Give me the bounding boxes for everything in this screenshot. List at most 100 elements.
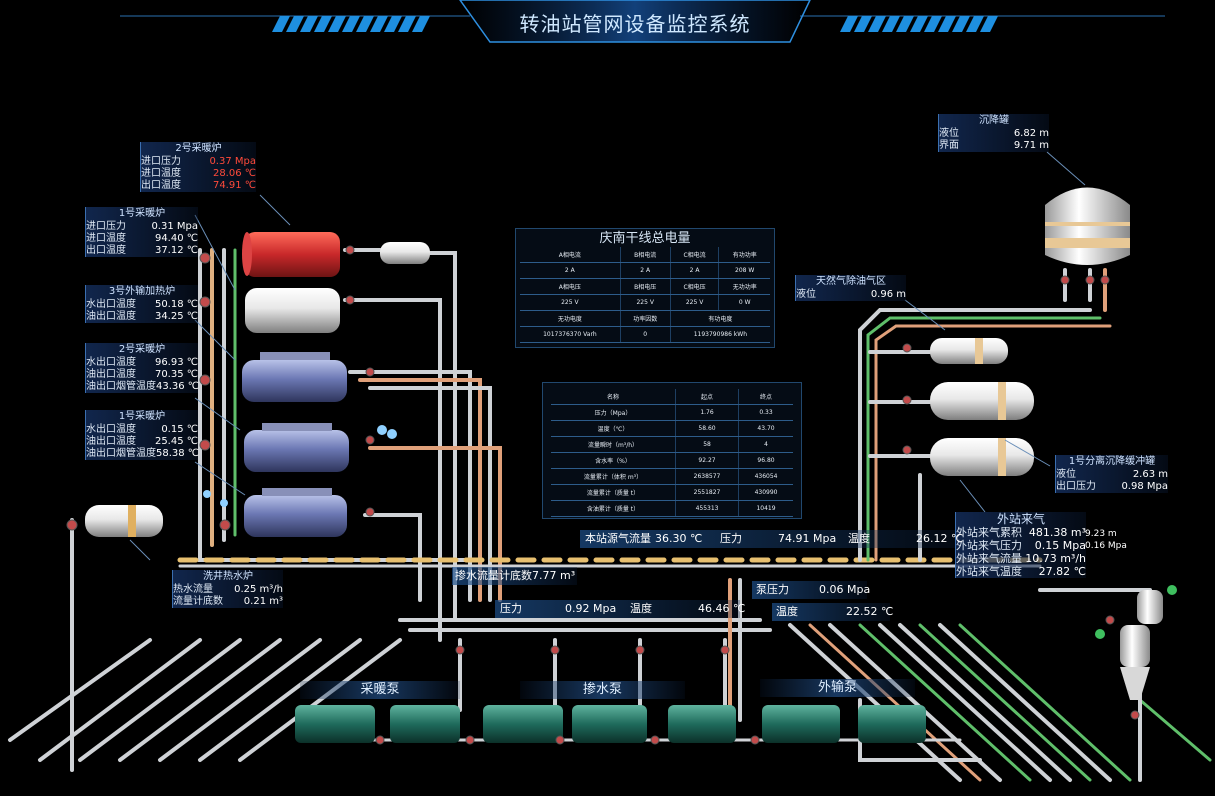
pump-temp-value: 22.52 ℃ <box>846 605 894 618</box>
pump-pressure-label: 泵压力 <box>756 583 789 596</box>
table-cell: 0 W <box>718 294 770 311</box>
line-readout-bar[interactable]: 压力 0.92 Mpa 温度 46.46 ℃ <box>495 600 745 618</box>
row-label: 液位 <box>1056 469 1076 480</box>
table-cell: 压力（Mpa） <box>551 404 676 421</box>
table-cell: 225 V <box>669 294 719 311</box>
table-cell: 0 <box>619 326 671 343</box>
panel-title: 外站来气 <box>996 512 1045 526</box>
station-readout-bar[interactable]: 本站源气流量 36.30 ℃ 压力 74.91 Mpa 温度 26.12 ℃ <box>580 530 963 548</box>
row-value: 0.96 m <box>870 289 906 300</box>
table-cell: 430990 <box>738 484 793 501</box>
pump-group[interactable] <box>295 705 926 743</box>
row-value: 28.06 ℃ <box>212 168 256 179</box>
external-gas-partial-pressure: 0.16 Mpa <box>1085 541 1127 551</box>
heater-small-top[interactable] <box>380 242 430 264</box>
row-label: 外站来气流量 <box>956 552 1022 565</box>
pump-temp-label: 温度 <box>776 605 798 618</box>
filter-vessel-2[interactable] <box>1120 625 1150 700</box>
line-temp-label: 温度 <box>630 602 652 615</box>
row-label: 出口压力 <box>1056 481 1096 492</box>
furnace-blue-2[interactable] <box>244 423 349 472</box>
table-cell: C相电压 <box>669 278 719 295</box>
external-gas-partial-level: 9.23 m <box>1085 529 1117 539</box>
table-row: 无功电度功率因数有功电度 <box>520 310 770 327</box>
boiler-red[interactable] <box>242 232 340 277</box>
pump-pressure-bar[interactable]: 泵压力 0.06 Mpa <box>752 581 871 599</box>
station-gas-flow-label: 本站源气流量 <box>585 532 651 545</box>
gas-separator-tank[interactable] <box>930 338 1008 364</box>
row-value: 25.45 ℃ <box>154 436 198 447</box>
pump-temp-bar[interactable]: 温度 22.52 ℃ <box>772 603 894 621</box>
station-pressure-value: 74.91 Mpa <box>778 532 837 545</box>
pump-label-export[interactable]: 外输泵 <box>760 679 915 697</box>
table-cell: B相电压 <box>619 278 671 295</box>
row-value: 37.12 ℃ <box>154 245 198 256</box>
row-label: 油出口烟管温度 <box>86 381 156 392</box>
table-cell: A相电压 <box>520 278 621 295</box>
pump-pressure-value: 0.06 Mpa <box>819 583 871 596</box>
table-cell: 流量瞬时（m³/h） <box>551 436 676 453</box>
pump-label-mixing[interactable]: 掺水泵 <box>520 681 685 699</box>
panel-title: 3号外输加热炉 <box>108 286 176 297</box>
panel-title: 2号采暖炉 <box>118 344 166 355</box>
row-label: 出口温度 <box>86 245 126 256</box>
leader-lines <box>129 151 1086 561</box>
washer-heater[interactable] <box>85 505 163 537</box>
gauge-icons <box>203 425 1177 639</box>
row-value: 0.98 Mpa <box>1121 481 1168 492</box>
row-label: 进口压力 <box>141 156 181 167</box>
table-cell: 流量累计（体积 m³） <box>551 468 676 485</box>
table-cell: 2 A <box>619 262 671 279</box>
table-cell: 流量累计（质量 t） <box>551 484 676 501</box>
buffer-tank-1[interactable] <box>930 382 1034 420</box>
row-value: 27.82 ℃ <box>1038 565 1086 578</box>
boiler-white[interactable] <box>245 288 340 333</box>
table-cell: A相电流 <box>520 247 621 263</box>
header-title-bar: 转油站管网设备监控系统 <box>470 2 800 42</box>
table-cell: 225 V <box>619 294 671 311</box>
filter-vessel-1[interactable] <box>1137 590 1163 624</box>
table-cell: 无功电度 <box>520 310 621 327</box>
furnace-blue-3[interactable] <box>244 488 347 537</box>
panel-title: 1号采暖炉 <box>118 411 166 422</box>
pump-label-heating[interactable]: 采暖泵 <box>300 681 460 699</box>
row-value: 58.38 ℃ <box>156 448 200 459</box>
row-label: 出口温度 <box>141 180 181 191</box>
row-value: 481.38 m³ <box>1028 526 1086 539</box>
table-cell: 1193790986 kWh <box>669 326 770 343</box>
table-cell: 10419 <box>738 500 793 517</box>
row-label: 外站来气累积 <box>956 526 1022 539</box>
row-value: 34.25 ℃ <box>154 311 198 322</box>
row-label: 液位 <box>796 289 816 300</box>
furnace-blue-1[interactable] <box>242 352 347 402</box>
buffer-tank-2[interactable] <box>930 438 1034 476</box>
table-cell: 4 <box>738 436 793 453</box>
settling-tank[interactable] <box>1045 187 1130 266</box>
table-cell: 225 V <box>520 294 621 311</box>
table-cell: 终点 <box>738 389 793 405</box>
table-cell: 436054 <box>738 468 793 485</box>
row-value: 94.40 ℃ <box>154 233 198 244</box>
mix-meter-bar[interactable]: 掺水流量计底数 7.77 m³ <box>452 567 577 585</box>
table-cell: 有功功率 <box>718 247 770 263</box>
table-cell: 有功电度 <box>669 310 770 327</box>
valve-icons[interactable] <box>66 245 1140 745</box>
line-pressure-value: 0.92 Mpa <box>565 602 617 615</box>
